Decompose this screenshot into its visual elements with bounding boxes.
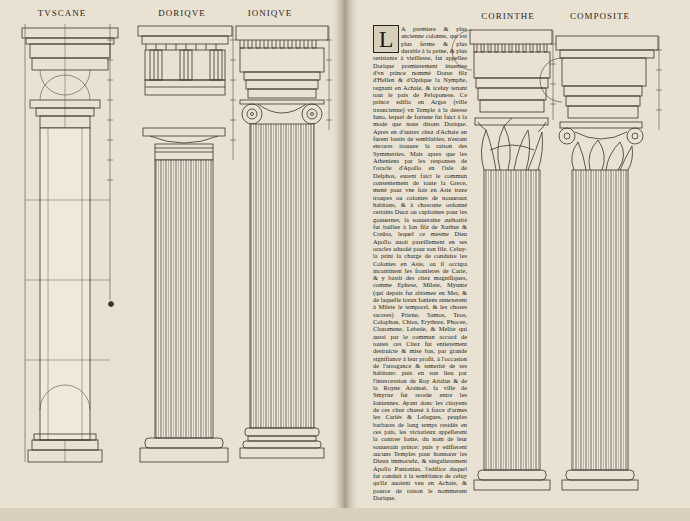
order-heading: DORIQVE bbox=[158, 8, 206, 18]
order-heading: CORINTHE bbox=[481, 11, 535, 21]
drop-capital: L bbox=[373, 25, 399, 53]
order-heading: IONIQVE bbox=[248, 8, 293, 18]
body-text: A premiere & plus ancienne colonne, qui … bbox=[373, 25, 467, 501]
order-heading: TVSCANE bbox=[38, 8, 87, 18]
text-column: LA premiere & plus ancienne colonne, qui… bbox=[373, 25, 467, 501]
order-heading: COMPOSITE bbox=[570, 11, 630, 21]
